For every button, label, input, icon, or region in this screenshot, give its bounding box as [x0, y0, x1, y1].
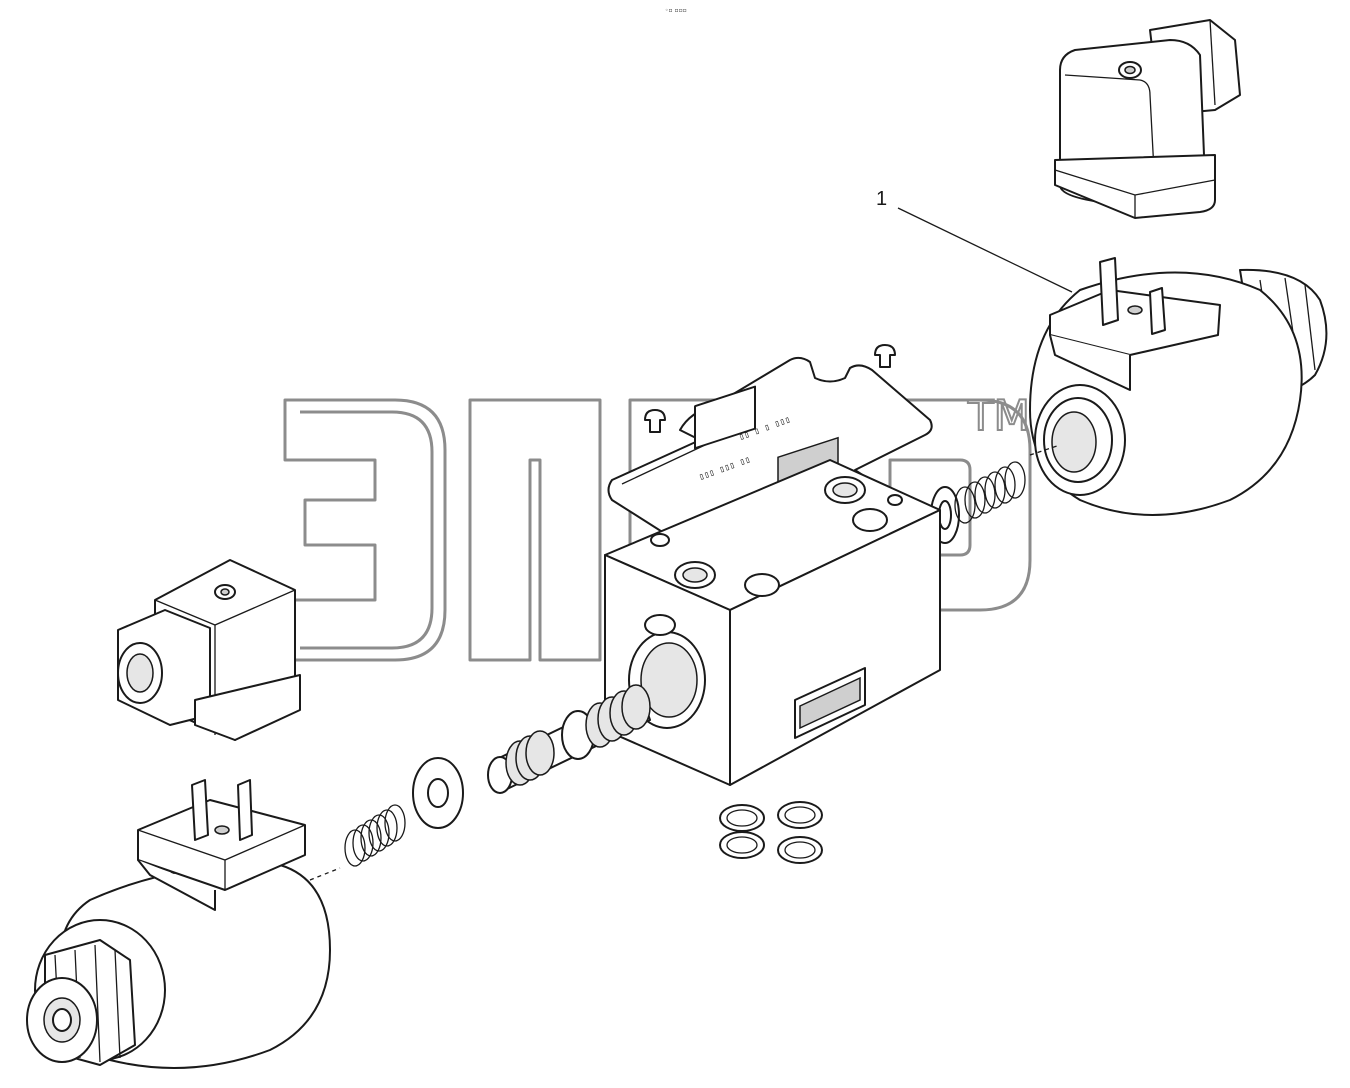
valve-body [604, 459, 941, 786]
spring-right [930, 461, 1026, 544]
callout-1: 1 [876, 188, 1073, 293]
top-mark: ◦▫ ▫▫▫ [665, 7, 687, 14]
solenoid-coil-left [26, 779, 331, 1069]
callout-label: 1 [876, 188, 887, 210]
spring-left [344, 804, 406, 867]
spool [487, 684, 651, 794]
o-rings [719, 801, 823, 864]
washer-left [412, 757, 464, 829]
trademark-symbol: TM [967, 391, 1030, 440]
solenoid-coil-right [1029, 257, 1328, 516]
connector-plug-left [117, 559, 301, 741]
connector-plug-top [1054, 19, 1241, 219]
